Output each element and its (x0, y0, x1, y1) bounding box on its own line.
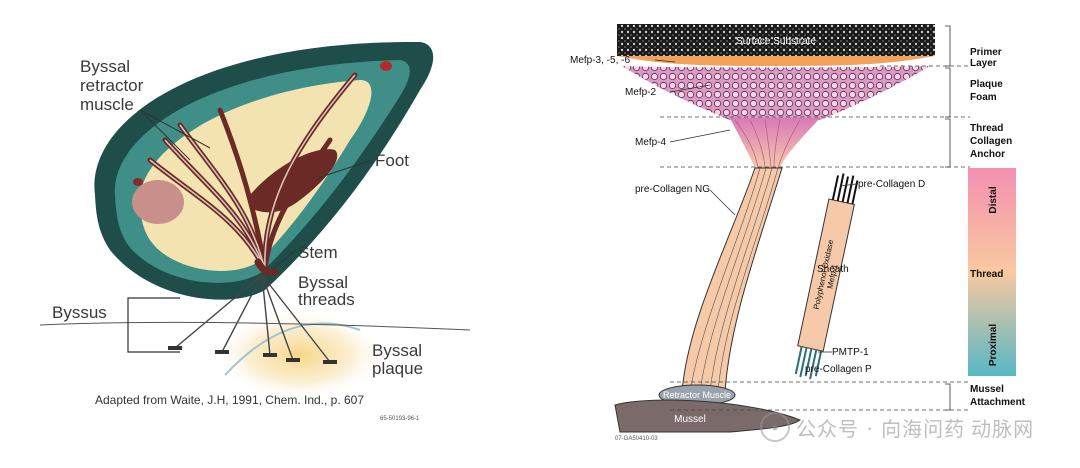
plaque-label-line2: plaque (372, 359, 423, 378)
zone-foam-line1: Plaque (970, 79, 1003, 90)
mussel-body (614, 399, 801, 433)
zone-attach-line1: Mussel (970, 384, 1004, 395)
right-figure-id: 07-GA50410-03 (615, 436, 658, 442)
label-precol-p: pre-Collagen P (805, 364, 872, 375)
proximal-label: Proximal (988, 324, 999, 366)
mussel-anatomy-panel: Byssal retractor muscle Foot Stem Byssal… (0, 0, 480, 463)
substrate-line (39, 321, 471, 331)
distal-label: Distal (988, 186, 999, 213)
mussel-anatomy-illustration: Byssal retractor muscle Foot Stem Byssal… (39, 41, 471, 422)
retractor-label: Retractor Muscle (663, 390, 731, 400)
wechat-official-account-icon: ● (760, 412, 790, 442)
thread-gradient-bar (968, 168, 1016, 376)
label-precol-d: pre-Collagen D (858, 179, 925, 190)
retractor-label-line2: retractor (80, 76, 144, 95)
zone-anchor-line2: Collagen (970, 136, 1012, 147)
label-mefp2: Mefp-2 (625, 87, 657, 98)
zone-anchor-line1: Thread (970, 123, 1003, 134)
plaque-glow (215, 310, 385, 400)
byssal-threads (174, 274, 331, 363)
primer-layer (617, 56, 935, 66)
mussel-label: Mussel (674, 414, 706, 425)
label-sheath: Sheath (817, 264, 849, 275)
foot-label: Foot (375, 151, 409, 170)
plaque-feet (168, 346, 337, 364)
plaque-label-line1: Byssal (372, 341, 422, 360)
label-precol-ng: pre-Collagen NG (635, 184, 710, 195)
byssal-thread-structure-panel: Surface Substrate (560, 0, 1080, 463)
stem-label: Stem (298, 243, 338, 262)
zone-attach-line2: Attachment (970, 397, 1026, 408)
zone-primer-line2: Layer (970, 58, 997, 69)
zone-thread: Thread (970, 269, 1003, 280)
byssal-thread-diagram: Surface Substrate (570, 24, 1026, 442)
retractor-label-line1: Byssal (80, 57, 130, 76)
thread-collagen-anchor (730, 118, 820, 168)
substrate-label: Surface Substrate (736, 36, 816, 47)
left-figure-id: 65-50193-96-1 (380, 416, 420, 422)
watermark-line1: 公众号 · 向海问药 (796, 416, 966, 441)
label-mefp4: Mefp-4 (635, 137, 667, 148)
watermark: ● 公众号 · 向海问药 动脉网 (760, 405, 1080, 449)
gonad-blob (132, 180, 184, 224)
credit-text: Adapted from Waite, J.H, 1991, Chem. Ind… (95, 393, 364, 407)
plaque-foam (622, 66, 930, 120)
byssus-label: Byssus (52, 303, 107, 322)
zone-anchor-line3: Anchor (970, 149, 1005, 160)
thread-cross-section: Polyphenol Oxidase Mefp-1 (794, 173, 859, 380)
zone-primer-line1: Primer (970, 47, 1002, 58)
zone-foam-line2: Foam (970, 92, 997, 103)
label-mefp356: Mefp-3, -5, -6 (570, 55, 630, 66)
watermark-line2: 动脉网 (971, 416, 1035, 441)
stem (254, 258, 279, 276)
retractor-label-line3: muscle (80, 95, 134, 114)
surface-substrate (617, 24, 935, 56)
byssus-bracket (127, 297, 180, 353)
label-pmtp: PMTP-1 (832, 347, 869, 358)
threads-label-line1: Byssal (298, 273, 348, 292)
threads-label-line2: threads (298, 290, 355, 309)
